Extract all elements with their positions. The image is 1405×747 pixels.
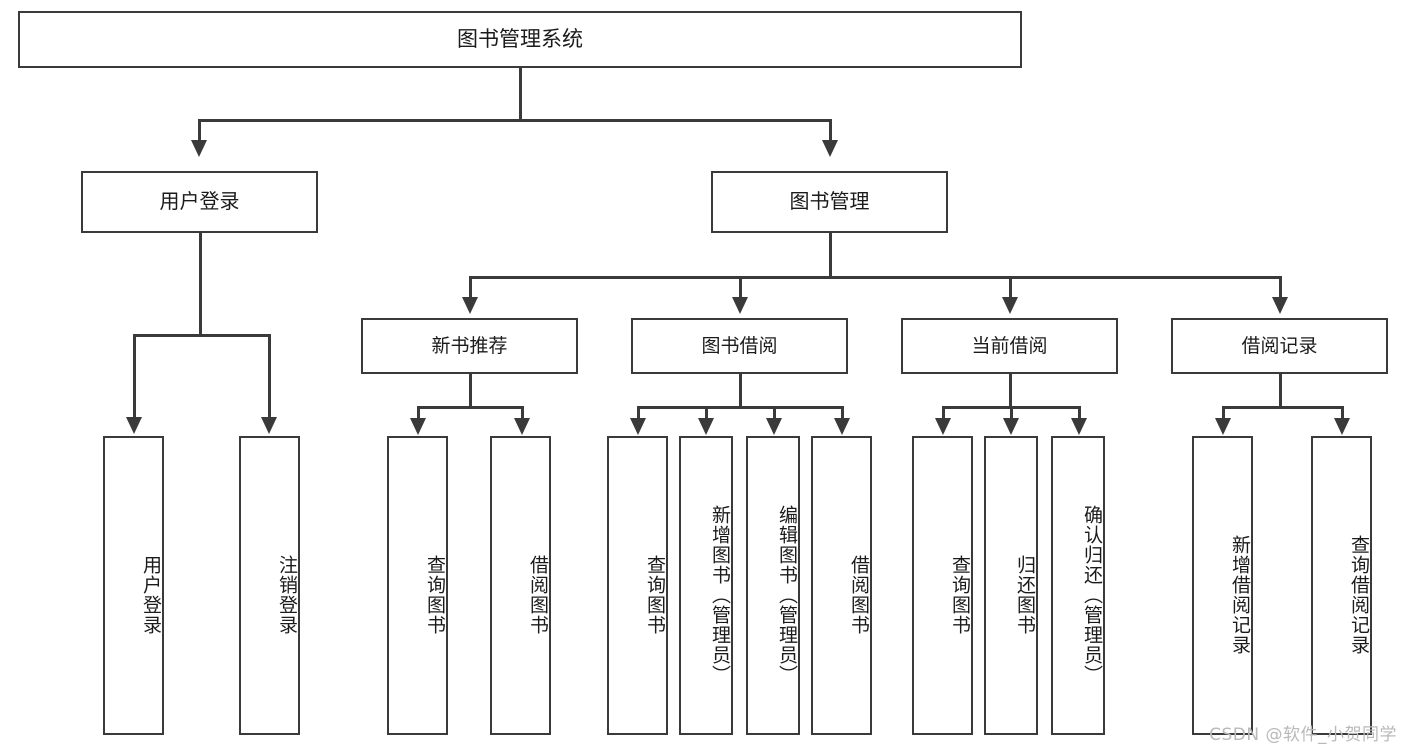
leaf-new-book-recommend-1[interactable]: 借阅图书	[490, 436, 551, 735]
leaf-user-login-0[interactable]: 用户登录	[103, 436, 164, 735]
arrow-book-borrow-to-leaf-3	[834, 418, 850, 435]
node-current-borrow[interactable]: 当前借阅	[901, 318, 1118, 374]
connector-book-borrow-stem	[739, 374, 742, 406]
connector-root-bus	[198, 119, 831, 122]
arrow-book-borrow-to-leaf-2	[766, 418, 782, 435]
connector-book-manage-to-lvl2-0	[469, 276, 472, 298]
arrow-new-book-to-leaf-1	[514, 418, 530, 435]
arrow-current-borrow-to-leaf-0	[935, 418, 951, 435]
leaf-new-book-recommend-0[interactable]: 查询图书	[387, 436, 448, 735]
node-label: 新增借阅记录	[1229, 534, 1251, 655]
leaf-book-borrow-2[interactable]: 编辑图书（管理员）	[746, 436, 800, 735]
leaf-borrow-record-0[interactable]: 新增借阅记录	[1192, 436, 1253, 735]
node-user-login[interactable]: 用户登录	[81, 171, 318, 233]
leaf-borrow-record-1[interactable]: 查询借阅记录	[1311, 436, 1372, 735]
node-label: 查询图书	[949, 554, 971, 635]
node-label: 当前借阅	[971, 334, 1048, 357]
connector-user-login-stem	[199, 233, 202, 334]
node-label: 图书管理系统	[457, 27, 583, 52]
connector-book-manage-to-lvl2-3	[1279, 276, 1282, 298]
leaf-current-borrow-0[interactable]: 查询图书	[912, 436, 973, 735]
connector-book-manage-to-lvl2-1	[739, 276, 742, 298]
connector-book-borrow-to-leaf-0	[637, 406, 640, 419]
node-borrow-record[interactable]: 借阅记录	[1171, 318, 1388, 374]
leaf-book-borrow-1[interactable]: 新增图书（管理员）	[679, 436, 733, 735]
arrow-current-borrow-to-leaf-2	[1071, 418, 1087, 435]
arrow-user-login-to-leaf-0	[126, 417, 142, 434]
arrow-borrow-record-to-leaf-0	[1215, 418, 1231, 435]
leaf-book-borrow-3[interactable]: 借阅图书	[811, 436, 872, 735]
connector-borrow-record-to-leaf-0	[1222, 406, 1225, 419]
connector-new-book-to-leaf-1	[521, 406, 524, 419]
connector-current-borrow-to-leaf-1	[1010, 406, 1013, 419]
node-label: 查询图书	[644, 554, 666, 635]
connector-book-manage-to-lvl2-2	[1009, 276, 1012, 298]
leaf-book-borrow-0[interactable]: 查询图书	[607, 436, 668, 735]
node-label: 注销登录	[276, 554, 298, 635]
connector-book-borrow-to-leaf-3	[841, 406, 844, 419]
node-label: 新增图书（管理员）	[709, 504, 731, 685]
connector-user-login-bus	[133, 334, 268, 337]
connector-current-borrow-stem	[1009, 374, 1012, 406]
node-label: 确认归还（管理员）	[1081, 504, 1103, 685]
connector-root-to-book-manage	[829, 119, 832, 141]
connector-root-to-user-login	[198, 119, 201, 141]
arrow-root-to-user-login	[191, 140, 207, 157]
node-label: 归还图书	[1014, 554, 1036, 635]
arrow-book-manage-to-lvl2-3	[1272, 297, 1288, 314]
arrow-current-borrow-to-leaf-1	[1003, 418, 1019, 435]
node-label: 新书推荐	[431, 334, 508, 357]
connector-book-borrow-bus	[637, 406, 842, 409]
leaf-current-borrow-1[interactable]: 归还图书	[984, 436, 1038, 735]
node-book-manage[interactable]: 图书管理	[711, 171, 948, 233]
connector-new-book-stem	[469, 374, 472, 406]
node-label: 借阅记录	[1241, 334, 1318, 357]
node-label: 借阅图书	[848, 554, 870, 635]
arrow-book-borrow-to-leaf-1	[698, 418, 714, 435]
connector-user-login-to-leaf-0	[133, 334, 136, 418]
connector-new-book-bus	[417, 406, 522, 409]
arrow-book-manage-to-lvl2-0	[462, 297, 478, 314]
arrow-book-borrow-to-leaf-0	[630, 418, 646, 435]
connector-book-borrow-to-leaf-2	[773, 406, 776, 419]
node-label: 查询图书	[424, 554, 446, 635]
arrow-root-to-book-manage	[822, 140, 838, 157]
node-label: 借阅图书	[527, 554, 549, 635]
node-book-borrow[interactable]: 图书借阅	[631, 318, 848, 374]
connector-book-borrow-to-leaf-1	[705, 406, 708, 419]
leaf-current-borrow-2[interactable]: 确认归还（管理员）	[1051, 436, 1105, 735]
connector-user-login-to-leaf-1	[268, 334, 271, 418]
arrow-book-manage-to-lvl2-1	[732, 297, 748, 314]
node-label: 用户登录	[140, 554, 162, 635]
node-new-book-recommend[interactable]: 新书推荐	[361, 318, 578, 374]
node-label: 查询借阅记录	[1348, 534, 1370, 655]
connector-borrow-record-stem	[1279, 374, 1282, 406]
connector-borrow-record-to-leaf-1	[1341, 406, 1344, 419]
connector-current-borrow-to-leaf-2	[1078, 406, 1081, 419]
leaf-user-login-1[interactable]: 注销登录	[239, 436, 300, 735]
node-label: 用户登录	[159, 189, 240, 214]
arrow-new-book-to-leaf-0	[410, 418, 426, 435]
node-label: 编辑图书（管理员）	[776, 504, 798, 685]
connector-borrow-record-bus	[1222, 406, 1342, 409]
arrow-user-login-to-leaf-1	[261, 417, 277, 434]
node-label: 图书借阅	[701, 334, 778, 357]
arrow-borrow-record-to-leaf-1	[1334, 418, 1350, 435]
connector-book-manage-bus	[469, 276, 1281, 279]
connector-new-book-to-leaf-0	[417, 406, 420, 419]
node-root-system[interactable]: 图书管理系统	[18, 11, 1022, 68]
connector-root-stem	[519, 68, 522, 119]
node-label: 图书管理	[789, 189, 870, 214]
arrow-book-manage-to-lvl2-2	[1002, 297, 1018, 314]
connector-current-borrow-to-leaf-0	[942, 406, 945, 419]
connector-book-manage-stem	[829, 233, 832, 276]
